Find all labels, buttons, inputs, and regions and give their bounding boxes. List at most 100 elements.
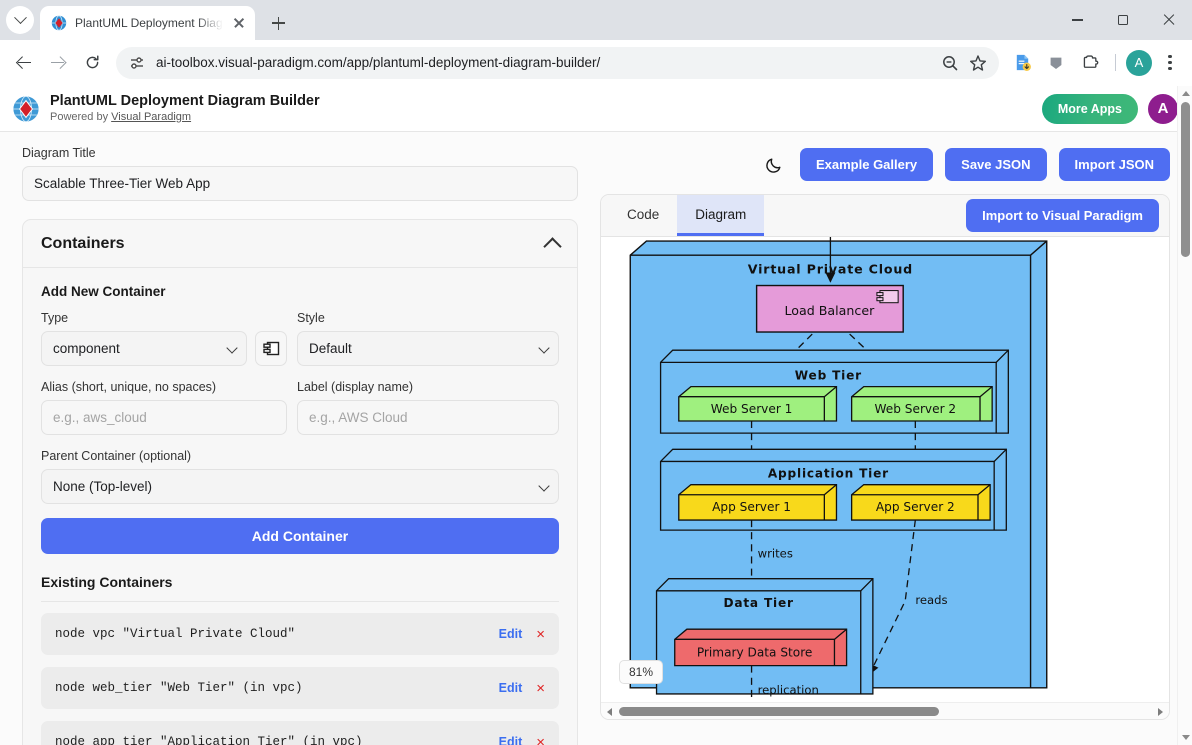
forward-button[interactable] (42, 47, 74, 79)
import-json-button[interactable]: Import JSON (1059, 148, 1170, 181)
edge-label-replication: replication (758, 683, 819, 697)
tab-search-button[interactable] (0, 0, 40, 40)
page-vertical-scrollbar[interactable] (1177, 86, 1192, 745)
label-input[interactable] (297, 400, 559, 435)
page-viewport: PlantUML Deployment Diagram Builder Powe… (0, 86, 1192, 745)
example-gallery-button[interactable]: Example Gallery (800, 148, 933, 181)
more-apps-button[interactable]: More Apps (1042, 94, 1138, 124)
delete-container-icon[interactable]: × (536, 735, 545, 745)
node-label-primary-data-store: Primary Data Store (697, 646, 813, 660)
reload-icon (84, 54, 101, 71)
address-bar[interactable]: ai-toolbox.visual-paradigm.com/app/plant… (116, 47, 999, 79)
label-field: Label (display name) (297, 380, 559, 435)
zoom-out-icon[interactable] (941, 54, 959, 72)
chevron-down-icon (6, 6, 34, 34)
type-field: Type component (41, 311, 287, 366)
tab-code[interactable]: Code (609, 195, 677, 236)
new-tab-button[interactable] (264, 9, 292, 37)
component-shape-icon-button[interactable] (255, 331, 287, 366)
import-to-visual-paradigm-button[interactable]: Import to Visual Paradigm (966, 199, 1159, 232)
alias-label: Alias (short, unique, no spaces) (41, 380, 287, 394)
main-content: Diagram Title Containers Add New Contain… (0, 132, 1192, 745)
reload-button[interactable] (76, 47, 108, 79)
document-download-icon[interactable] (1007, 48, 1037, 78)
app-subtitle: Powered by Visual Paradigm (50, 110, 1032, 124)
type-style-row: Type component (41, 311, 559, 366)
style-select[interactable]: Default (297, 331, 559, 366)
edge-label-reads: reads (915, 593, 947, 607)
alias-label-row: Alias (short, unique, no spaces) Label (… (41, 380, 559, 435)
scrollbar-thumb[interactable] (1181, 102, 1190, 257)
dark-mode-toggle[interactable] (762, 151, 788, 177)
star-icon[interactable] (969, 54, 987, 72)
hscrollbar-thumb[interactable] (619, 707, 939, 716)
user-avatar[interactable]: A (1148, 94, 1178, 124)
visual-paradigm-favicon (51, 15, 67, 31)
parent-select[interactable]: None (Top-level) (41, 469, 559, 504)
toolbar-right-icons: A (1007, 48, 1184, 78)
node-label-web-tier: Web Tier (795, 369, 862, 383)
container-code: node vpc "Virtual Private Cloud" (55, 627, 499, 641)
browser-tab[interactable]: PlantUML Deployment Diagram (40, 6, 255, 40)
style-field: Style Default (297, 311, 559, 366)
style-label: Style (297, 311, 559, 325)
alias-input[interactable] (41, 400, 287, 435)
delete-container-icon[interactable]: × (536, 681, 545, 696)
type-select[interactable]: component (41, 331, 247, 366)
visual-paradigm-link[interactable]: Visual Paradigm (111, 111, 191, 123)
container-code: node web_tier "Web Tier" (in vpc) (55, 681, 499, 695)
tune-icon[interactable] (128, 54, 146, 72)
diagram-svg-wrapper: Virtual Private Cloud (601, 237, 1169, 702)
profile-avatar[interactable]: A (1126, 50, 1152, 76)
scroll-down-arrow-icon[interactable] (1182, 735, 1190, 740)
scroll-left-arrow-icon[interactable] (607, 708, 612, 716)
chevron-up-icon[interactable] (543, 237, 561, 255)
builder-form-column: Diagram Title Containers Add New Contain… (0, 132, 600, 745)
cast-icon[interactable] (1041, 48, 1071, 78)
container-row: node web_tier "Web Tier" (in vpc) Edit × (41, 667, 559, 709)
container-row: node vpc "Virtual Private Cloud" Edit × (41, 613, 559, 655)
add-container-button[interactable]: Add Container (41, 518, 559, 554)
extensions-puzzle-icon[interactable] (1075, 48, 1105, 78)
minimize-button[interactable] (1054, 0, 1100, 40)
browser-menu-icon[interactable] (1156, 49, 1184, 77)
diagram-title-input[interactable] (22, 166, 578, 201)
back-button[interactable] (8, 47, 40, 79)
edit-container-link[interactable]: Edit (499, 735, 523, 745)
edit-container-link[interactable]: Edit (499, 627, 523, 641)
scroll-up-arrow-icon[interactable] (1182, 91, 1190, 96)
type-label: Type (41, 311, 287, 325)
diagram-title-label: Diagram Title (22, 146, 578, 160)
window-controls (1054, 0, 1192, 40)
node-label-application-tier: Application Tier (768, 467, 889, 481)
delete-container-icon[interactable]: × (536, 627, 545, 642)
containers-card-header[interactable]: Containers (23, 220, 577, 268)
close-icon[interactable] (231, 15, 247, 31)
edit-container-link[interactable]: Edit (499, 681, 523, 695)
diagram-canvas[interactable]: 81% (601, 237, 1169, 702)
save-json-button[interactable]: Save JSON (945, 148, 1046, 181)
edge-label-writes: writes (758, 546, 793, 560)
scroll-right-arrow-icon[interactable] (1158, 708, 1163, 716)
node-label-web-server-1: Web Server 1 (711, 402, 793, 416)
node-app-server-2: App Server 2 (852, 485, 990, 520)
component-shape-icon (263, 341, 280, 356)
deployment-diagram: Virtual Private Cloud (601, 237, 1169, 702)
app-title-block: PlantUML Deployment Diagram Builder Powe… (50, 93, 1032, 124)
close-window-button[interactable] (1146, 0, 1192, 40)
page-title: PlantUML Deployment Diagram Builder (50, 93, 1032, 110)
node-label-load-balancer: Load Balancer (784, 303, 875, 318)
preview-column: Example Gallery Save JSON Import JSON Co… (600, 132, 1192, 745)
preview-panel: Code Diagram Import to Visual Paradigm 8… (600, 194, 1170, 720)
browser-tab-strip: PlantUML Deployment Diagram (0, 0, 1192, 40)
node-web-server-1: Web Server 1 (679, 387, 837, 421)
diagram-horizontal-scrollbar[interactable] (601, 702, 1169, 719)
maximize-button[interactable] (1100, 0, 1146, 40)
tabs-spacer (764, 195, 966, 236)
browser-toolbar: ai-toolbox.visual-paradigm.com/app/plant… (0, 40, 1192, 86)
app-header: PlantUML Deployment Diagram Builder Powe… (0, 86, 1192, 132)
node-label-app-server-2: App Server 2 (876, 500, 955, 514)
node-label-app-server-1: App Server 1 (712, 500, 791, 514)
tab-diagram[interactable]: Diagram (677, 195, 764, 236)
alias-field: Alias (short, unique, no spaces) (41, 380, 287, 435)
